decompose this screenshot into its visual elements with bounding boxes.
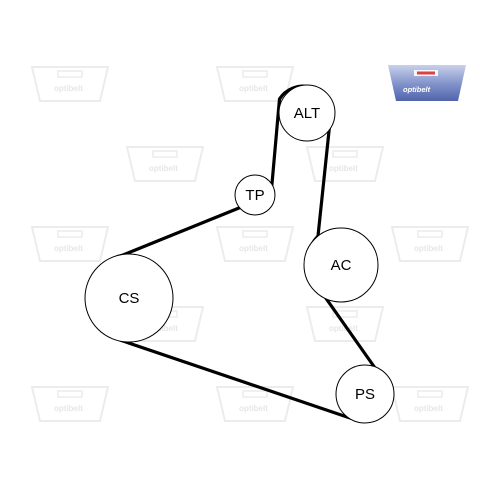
pulley-circle	[303, 227, 379, 303]
pulley-label: CS	[119, 290, 140, 307]
logo-text: optibelt	[403, 85, 431, 94]
pulley-label: ALT	[294, 105, 320, 122]
watermark-tile	[216, 386, 294, 422]
watermark-tile	[31, 226, 109, 262]
pulley-circle	[335, 364, 395, 424]
watermark-tile	[31, 66, 109, 102]
pulley-tp: TP	[234, 174, 276, 216]
watermark-tile	[306, 146, 384, 182]
pulley-ac: AC	[303, 227, 379, 303]
watermark-layer	[31, 66, 469, 422]
pulley-label: PS	[355, 386, 375, 403]
pulley-label: TP	[245, 187, 264, 204]
watermark-tile	[391, 386, 469, 422]
optibelt-logo: optibelt	[388, 65, 466, 101]
pulley-label: AC	[331, 257, 352, 274]
pulley-circle	[278, 84, 336, 142]
watermark-tile	[31, 386, 109, 422]
pulley-layer: ALT TP AC CS PS	[84, 84, 395, 424]
pulley-alt: ALT	[278, 84, 336, 142]
pulley-circle	[84, 253, 174, 343]
pulley-cs: CS	[84, 253, 174, 343]
pulley-circle	[234, 174, 276, 216]
watermark-tile	[391, 226, 469, 262]
watermark-tile	[216, 226, 294, 262]
watermark-tile	[126, 146, 204, 182]
pulley-ps: PS	[335, 364, 395, 424]
